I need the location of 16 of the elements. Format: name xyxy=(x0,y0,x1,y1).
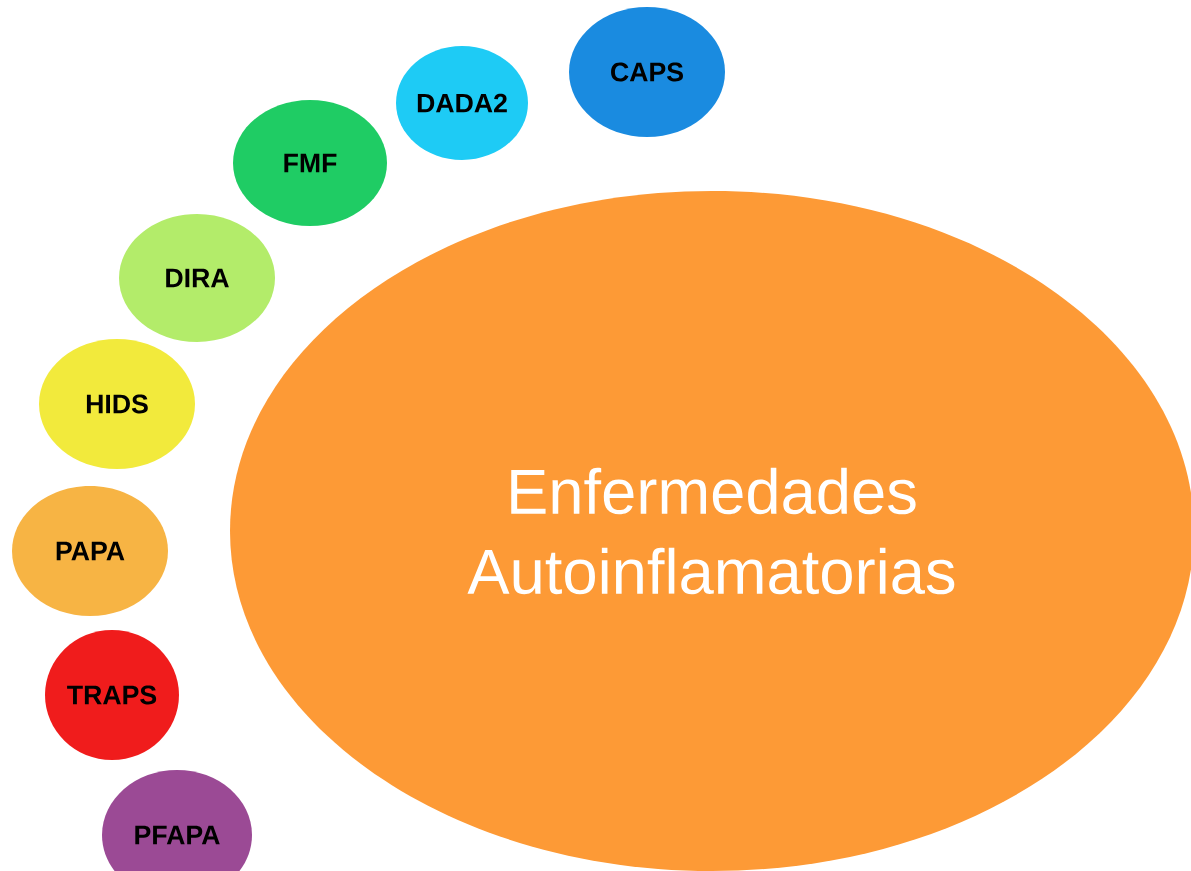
title-text: Enfermedades Autoinflamatorias xyxy=(467,467,955,595)
disease-ellipse xyxy=(12,486,168,616)
disease-ellipse xyxy=(569,7,725,137)
disease-label: PFAPA xyxy=(135,825,220,845)
disease-ellipse xyxy=(45,630,179,760)
disease-label: CAPS xyxy=(611,62,683,82)
disease-label: DADA2 xyxy=(417,93,507,113)
disease-ellipse xyxy=(119,214,275,342)
disease-label: HIDS xyxy=(86,394,148,414)
disease-label: DIRA xyxy=(166,268,229,288)
disease-ellipse xyxy=(396,46,528,160)
disease-ellipse xyxy=(233,100,387,226)
disease-ellipse xyxy=(39,339,195,469)
disease-label: TRAPS xyxy=(67,685,157,705)
disease-label: FMF xyxy=(284,153,337,173)
disease-label: PAPA xyxy=(56,541,125,561)
